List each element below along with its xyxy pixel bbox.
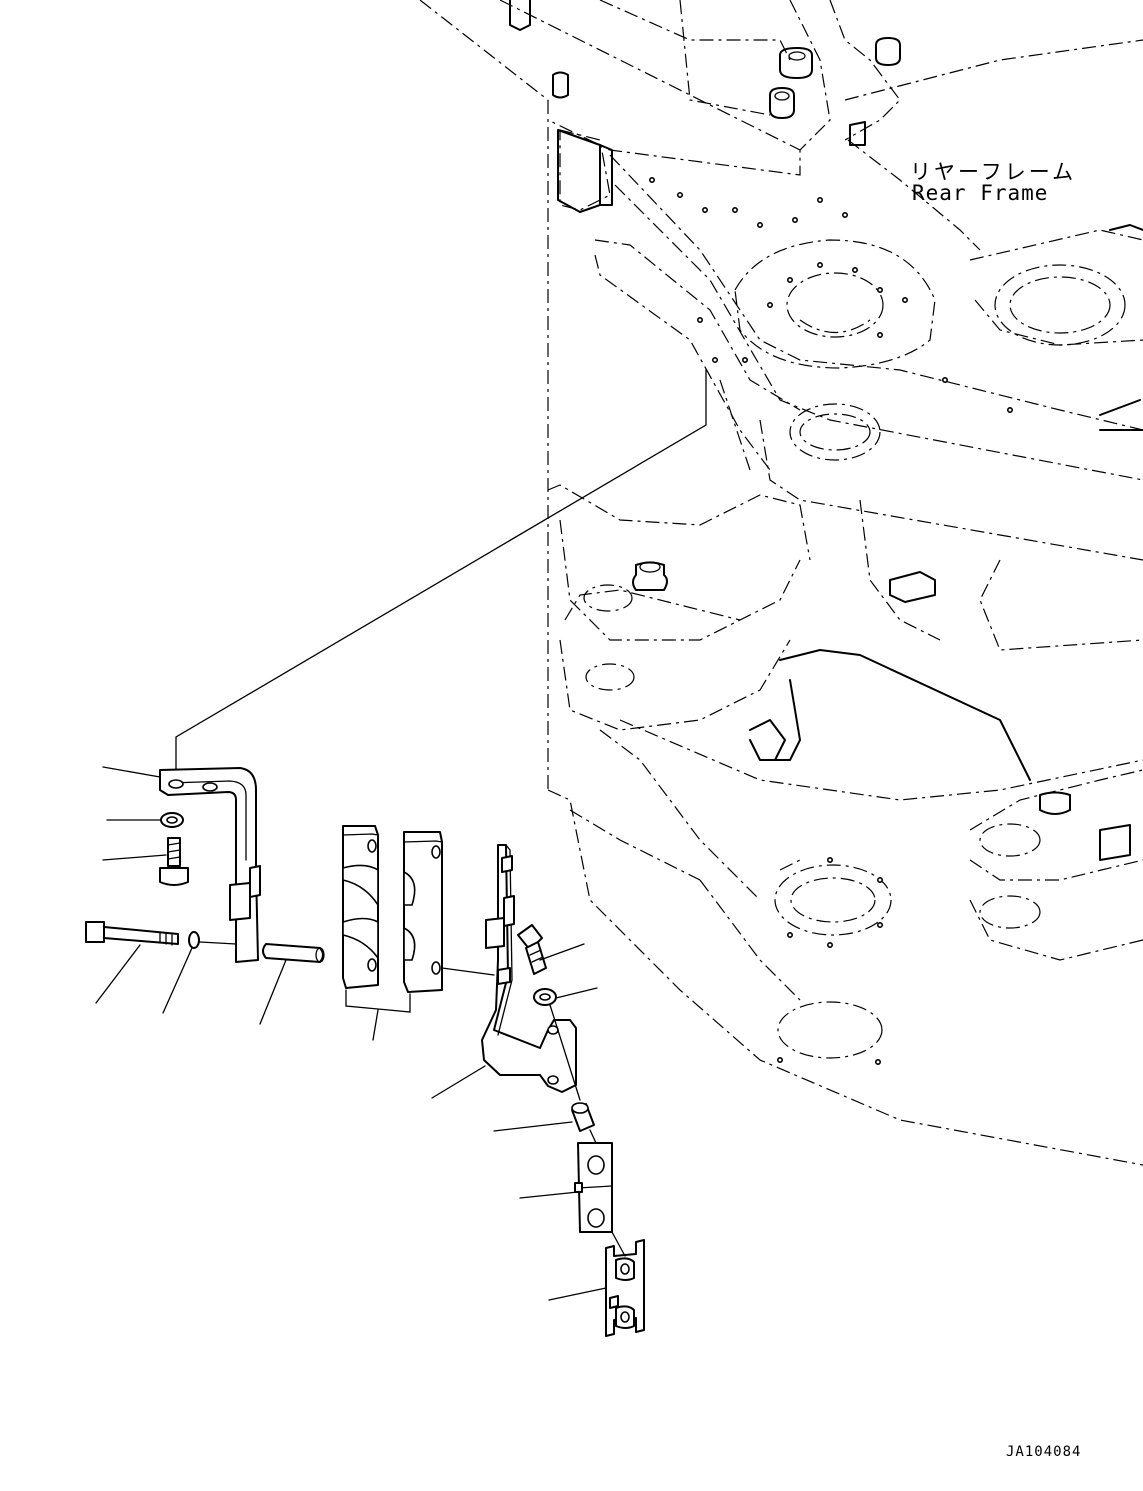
part-name-japanese: リヤーフレーム <box>910 160 1077 184</box>
washer-tiny <box>188 931 200 949</box>
drawing-number: JA104084 <box>1006 1444 1082 1460</box>
part-name-english: Rear Frame <box>912 181 1049 205</box>
clamp-half-right <box>403 831 443 993</box>
spacer-sleeve <box>262 943 325 963</box>
clamp-group-bracket <box>345 989 411 1013</box>
frame-holes <box>648 177 1013 1066</box>
clamp-block-small <box>574 1142 613 1233</box>
bent-bracket <box>481 844 577 1093</box>
collar <box>571 1102 595 1132</box>
washer-right <box>533 988 557 1006</box>
clamp-plate <box>605 1239 645 1337</box>
washer-small <box>160 812 184 828</box>
bolt-short <box>159 837 189 886</box>
assembly-lines <box>199 941 626 1257</box>
bolt-right <box>517 924 547 975</box>
callout-leaders <box>95 766 607 1301</box>
frame-solid-details <box>509 0 1143 861</box>
reference-leader-line <box>175 369 707 781</box>
clamp-half-left <box>342 825 379 989</box>
bolt-long <box>85 921 179 946</box>
l-bracket <box>159 767 261 963</box>
rear-frame-phantom <box>419 0 1143 1166</box>
